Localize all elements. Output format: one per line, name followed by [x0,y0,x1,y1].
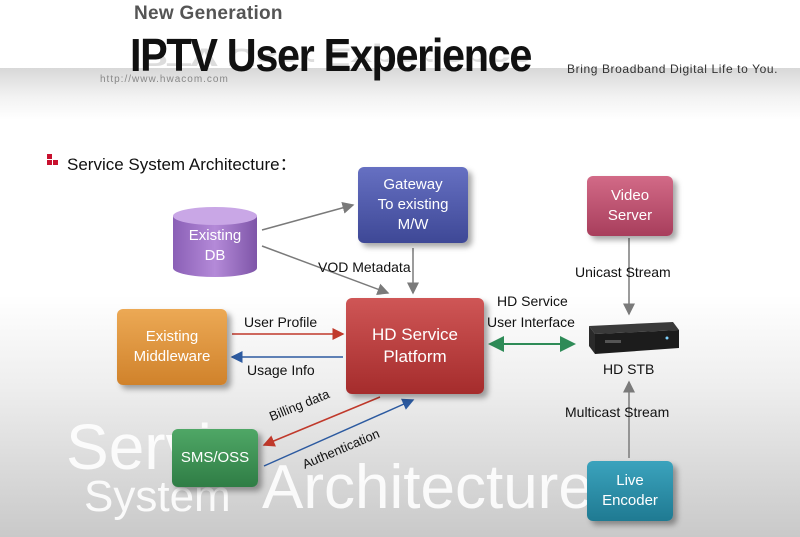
hd-stb-label: HD STB [603,361,655,377]
edge-label-hd-service-ui-2: User Interface [487,314,575,330]
header-title: IPTV User Experience [130,29,532,81]
edge-label-usage-info: Usage Info [247,362,315,378]
gateway-node: Gateway To existing M/W [358,167,468,243]
header-tagline: Bring Broadband Digital Life to You. [567,62,779,76]
sms-oss-node: SMS/OSS [172,429,258,487]
live-encoder-label: Live Encoder [602,472,658,509]
set-top-box-icon [589,322,679,354]
arrow-billing-data [262,396,381,447]
existing-middleware-node: Existing Middleware [117,309,227,385]
edge-label-multicast-stream: Multicast Stream [565,404,670,420]
edge-label-hd-service-ui-1: HD Service [497,293,568,309]
arrow-db-to-gateway [261,201,355,231]
hd-service-platform-label: HD Service Platform [372,325,458,366]
header-subtitle: New Generation [134,3,283,24]
edge-label-unicast-stream: Unicast Stream [575,264,671,280]
header-band [0,68,800,120]
live-encoder-node: Live Encoder [587,461,673,521]
sms-oss-label: SMS/OSS [180,449,250,466]
video-server-node: Video Server [587,176,673,236]
existing-db-label: Existing DB [188,227,242,264]
edge-label-vod-metadata: VOD Metadata [318,259,411,275]
video-server-label: Video Server [607,187,653,224]
database-icon [173,207,257,277]
gateway-label: Gateway To existing M/W [377,176,449,233]
watermark-line3: Architecture [262,453,593,522]
arrow-db-to-platform [261,245,390,295]
hd-service-platform-node: HD Service Platform [346,298,484,394]
header-url: http://www.hwacom.com [100,74,229,85]
existing-middleware-label: Existing Middleware [133,328,211,365]
edge-label-user-profile: User Profile [244,314,318,330]
arrow-authentication [263,398,415,467]
section-heading: Service System Architecture： [67,155,297,174]
bullet-icon [47,154,59,166]
